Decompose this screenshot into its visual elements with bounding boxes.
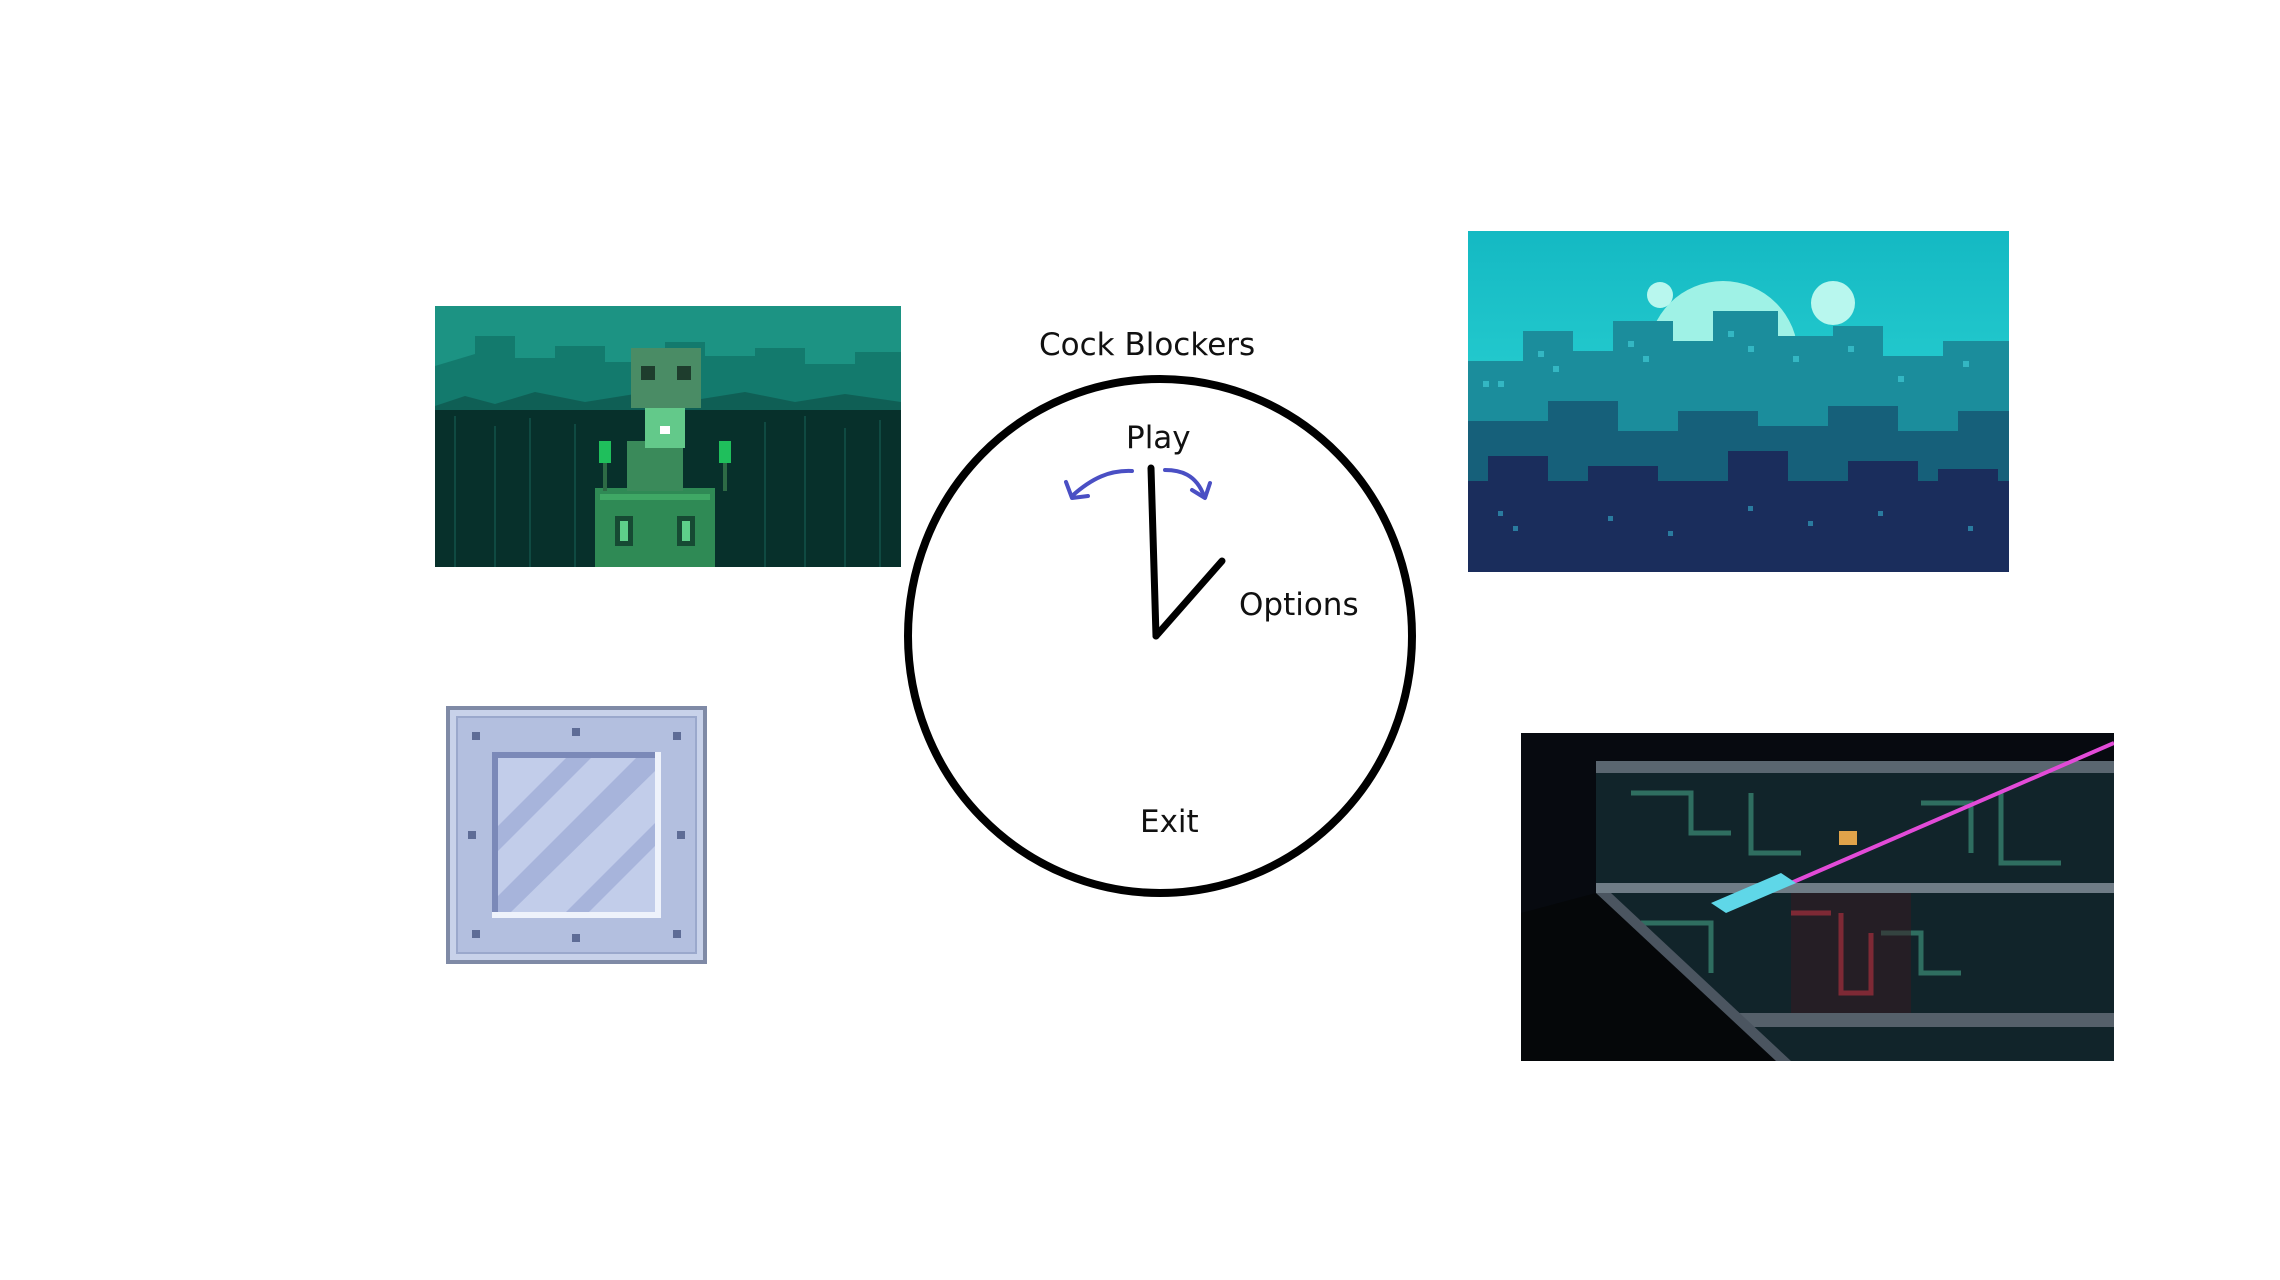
exit-menu-item[interactable]: Exit — [1140, 804, 1199, 840]
game-title: Cock Blockers — [1039, 327, 1256, 363]
forest-tower-art — [435, 306, 901, 567]
clock-hands — [1147, 464, 1226, 640]
rotate-right-arrow-icon[interactable] — [1163, 468, 1212, 500]
metal-block-art — [446, 706, 707, 964]
rotate-left-arrow-icon[interactable] — [1064, 468, 1134, 500]
space-station-art — [1521, 733, 2114, 1061]
main-menu: Cock Blockers Play Options Exit — [880, 320, 1440, 900]
clock-face — [904, 375, 1416, 897]
options-menu-item[interactable]: Options — [1239, 587, 1359, 623]
city-skyline-art — [1468, 231, 2009, 572]
play-menu-item[interactable]: Play — [1126, 420, 1191, 456]
